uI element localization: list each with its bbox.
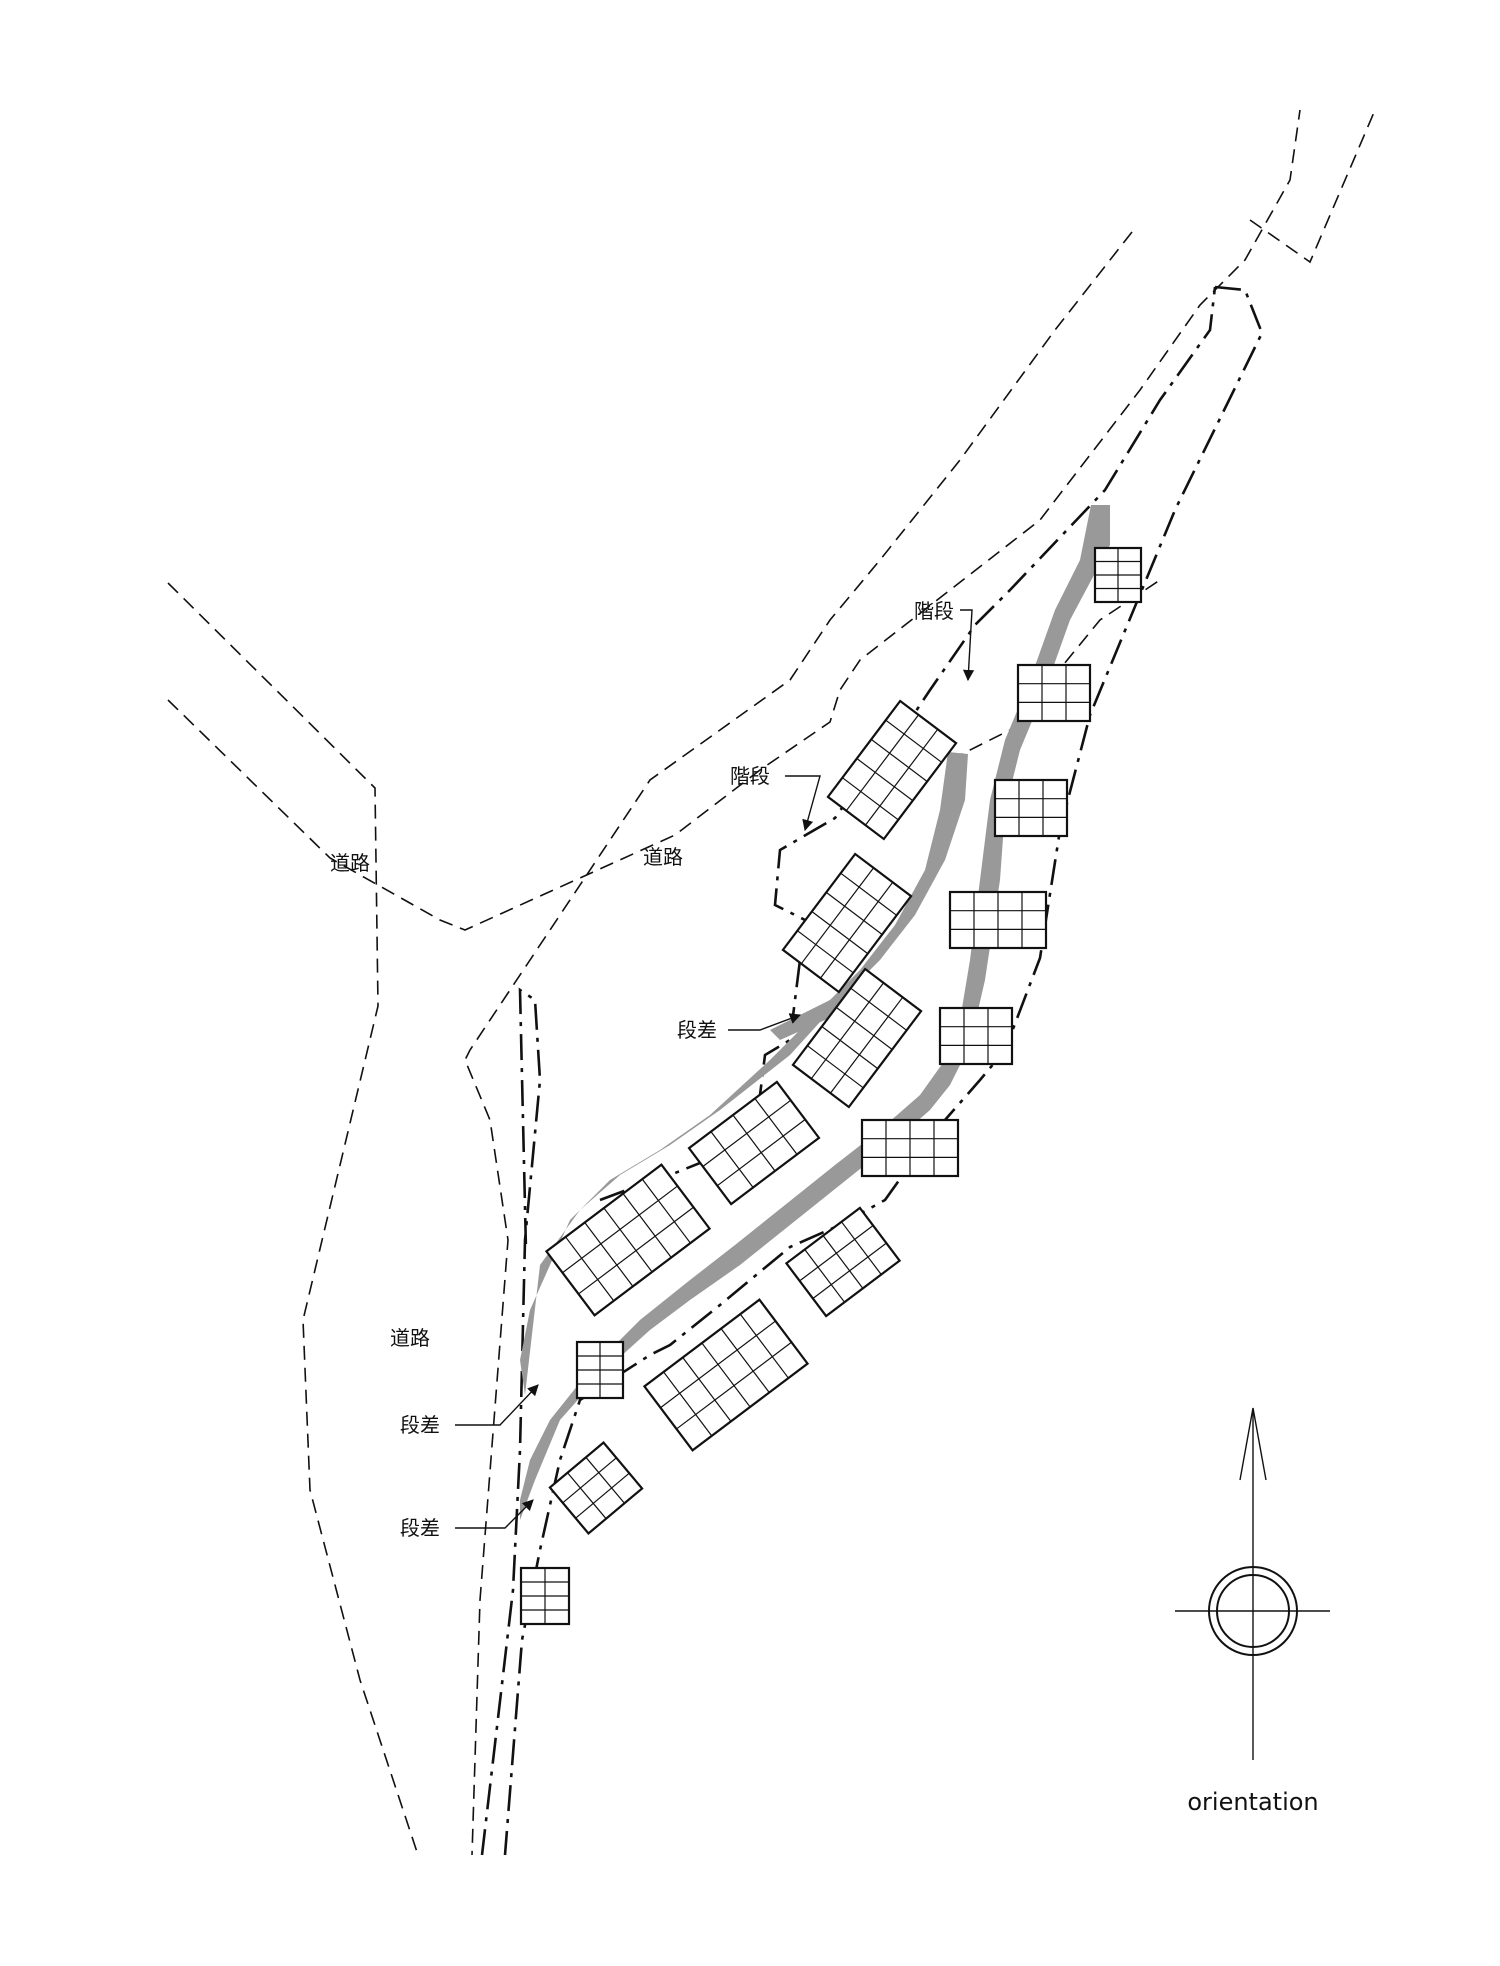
building-16 (519, 1566, 571, 1626)
label-level-diff-2: 段差 (400, 1413, 440, 1437)
building-13 (642, 1298, 810, 1452)
label-road-3: 道路 (390, 1326, 430, 1350)
label-level-diff-1: 段差 (677, 1018, 717, 1042)
road-edge-left-inner (167, 109, 1301, 931)
building-14 (575, 1340, 625, 1400)
building-6 (860, 1118, 960, 1178)
building-2 (1016, 663, 1092, 723)
label-stairs-1: 階段 (914, 599, 954, 623)
building-4 (948, 890, 1048, 950)
building-8 (781, 852, 913, 994)
label-road-1: 道路 (330, 851, 370, 875)
leader-stairs-2 (785, 775, 821, 832)
building-9 (791, 967, 923, 1109)
roads (167, 109, 1376, 1856)
leader-level-diff-1 (728, 1013, 802, 1031)
building-15 (548, 1440, 644, 1536)
leader-level-diff-3 (455, 1499, 534, 1529)
building-5 (938, 1006, 1014, 1066)
building-3 (993, 778, 1069, 838)
label-road-2: 道路 (643, 845, 683, 869)
buildings (519, 546, 1143, 1626)
building-11 (544, 1163, 712, 1317)
leader-level-diff-2 (455, 1384, 539, 1426)
label-stairs-2: 階段 (730, 764, 770, 788)
road-edge-lower-inner (464, 231, 1133, 1856)
building-10 (687, 1080, 821, 1206)
building-7 (826, 699, 958, 841)
label-level-diff-3: 段差 (400, 1516, 440, 1540)
leaders (455, 609, 975, 1529)
labels: 道路 道路 道路 階段 階段 段差 段差 段差 (330, 599, 954, 1540)
building-12 (784, 1206, 902, 1318)
building-1 (1093, 546, 1143, 604)
orientation-label: orientation (1187, 1788, 1318, 1816)
north-arrow-icon (1175, 1407, 1330, 1760)
leader-stairs-1 (960, 609, 975, 682)
road-spur-upper (1249, 109, 1376, 264)
road-edge-left-outer (167, 582, 419, 1856)
